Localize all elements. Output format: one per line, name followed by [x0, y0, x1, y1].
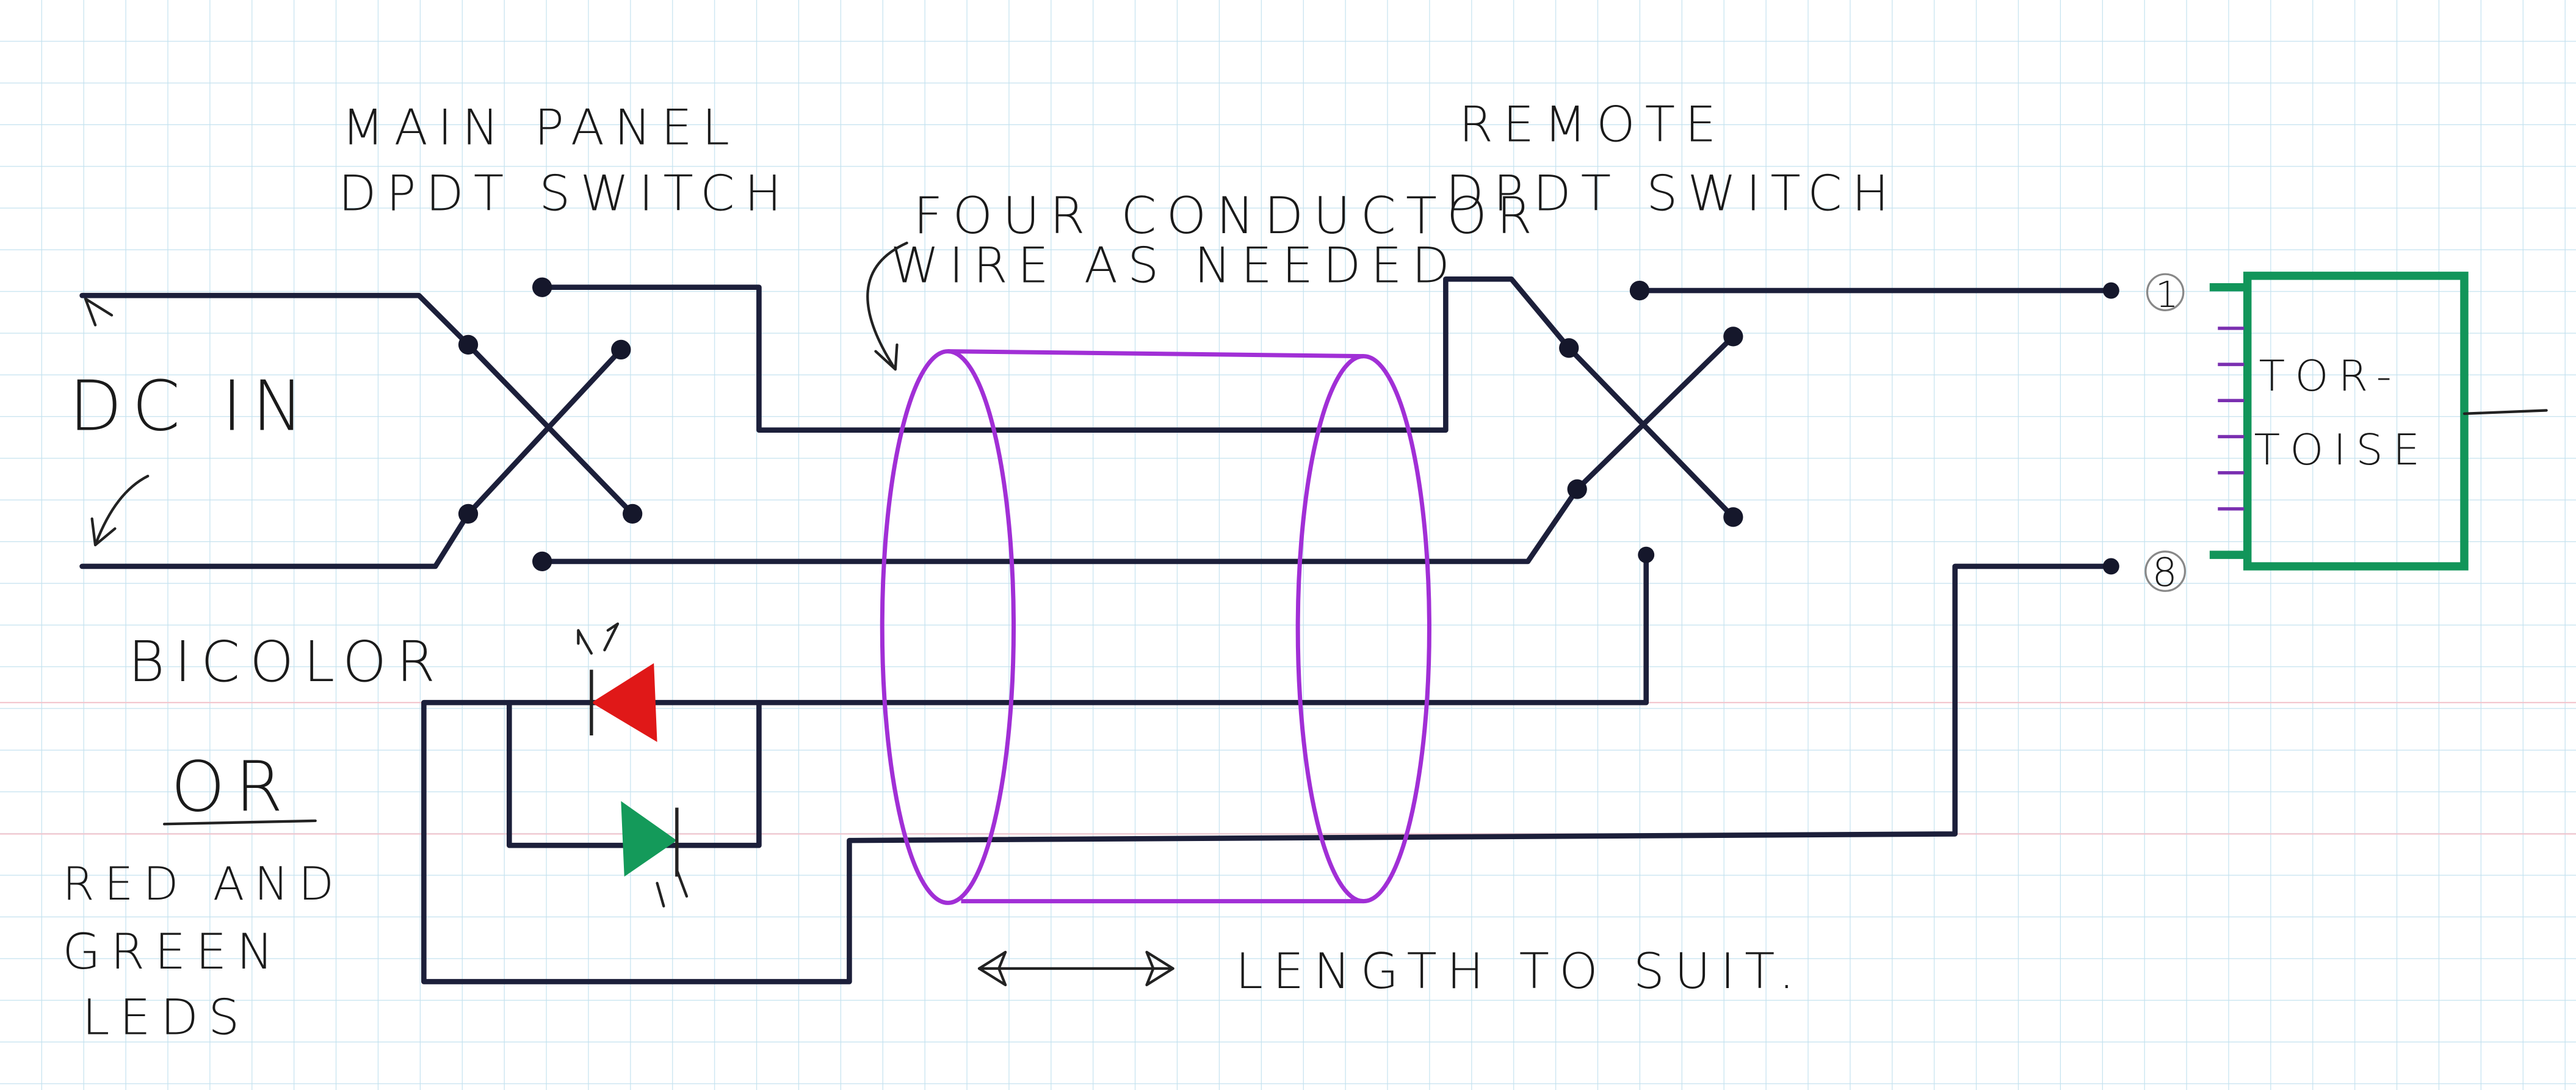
length-arrow [977, 950, 1174, 987]
dc-in-arrows [84, 297, 150, 547]
green-led-icon [621, 801, 689, 908]
cable-label: FOUR CONDUCTOR [913, 186, 1542, 245]
or-label: OR [171, 747, 293, 828]
pin-1-label: 1 [2155, 273, 2188, 316]
remote-label: REMOTE [1459, 96, 1726, 153]
four-conductor-cable [880, 349, 1431, 905]
pin-8-label: 8 [2152, 550, 2187, 596]
alt-leds-label-3: LEDS [82, 989, 250, 1047]
tortoise-label: TOR- [2259, 352, 2401, 401]
dc-in-label: DC IN [69, 366, 314, 447]
switch-terminals [458, 277, 2119, 575]
main-panel-switch-label: DPDT SWITCH [338, 165, 791, 222]
tortoise-machine [2209, 272, 2548, 571]
alt-leds-label-2: GREEN [62, 923, 283, 981]
main-panel-label: MAIN PANEL [342, 99, 739, 157]
cable-pointer-arrow [866, 241, 908, 371]
remote-switch-label: DPDT SWITCH [1445, 165, 1898, 222]
cable-label-2: WIRE AS NEEDED [891, 237, 1460, 295]
tortoise-label-2: TOISE [2254, 425, 2429, 475]
red-led-icon [577, 622, 657, 742]
alt-leds-label: RED AND [62, 857, 344, 911]
length-label: LENGTH TO SUIT. [1236, 943, 1804, 1000]
bicolor-label: BICOLOR [128, 629, 445, 695]
